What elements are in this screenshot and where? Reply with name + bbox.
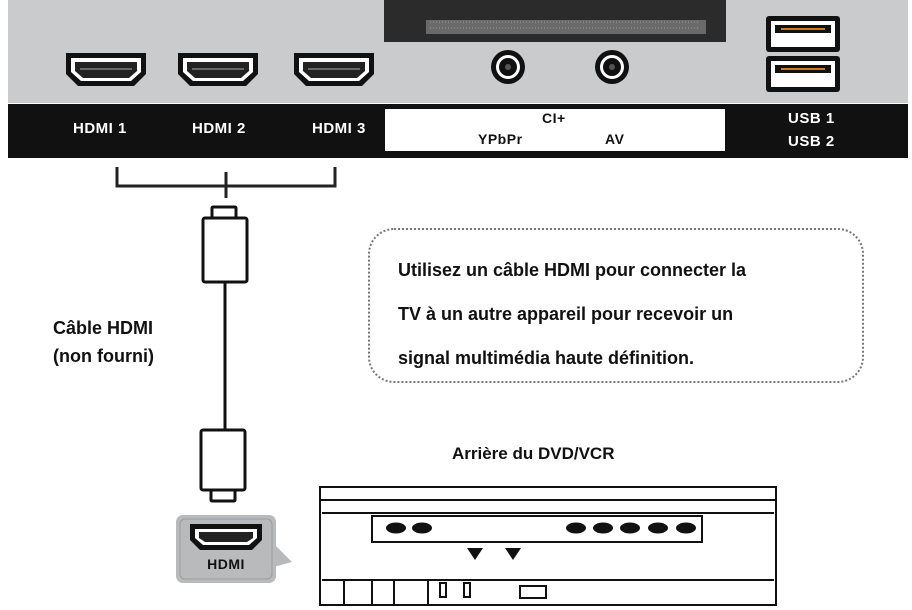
hdmi-cable: [199, 205, 249, 503]
instruction-note: Utilisez un câble HDMI pour connecter la…: [368, 228, 864, 383]
note-line-2: TV à un autre appareil pour recevoir un: [398, 304, 734, 324]
label-hdmi-3: HDMI 3: [312, 120, 366, 137]
hdmi-bracket: [115, 167, 337, 198]
dvd-connectors: [386, 522, 696, 534]
usb-port-2: [766, 56, 840, 92]
label-ci-plus: CI+: [542, 110, 566, 126]
tv-hdmi-port-3: [294, 53, 374, 86]
av-jack: [595, 50, 629, 84]
ypbpr-jack: [491, 50, 525, 84]
usb-port-1: [766, 16, 840, 52]
ci-slot: [384, 0, 726, 42]
ci-av-label-box: [384, 108, 726, 152]
label-ypbpr: YPbPr: [478, 131, 523, 147]
tv-hdmi-port-1: [66, 53, 146, 86]
note-line-3: signal multimédia haute définition.: [398, 348, 695, 368]
dvd-arrow-icons: [467, 548, 521, 560]
tv-hdmi-port-2: [178, 53, 258, 86]
cable-label-line2: (non fourni): [53, 346, 154, 366]
label-hdmi-1: HDMI 1: [73, 120, 127, 137]
device-title: Arrière du DVD/VCR: [452, 444, 615, 463]
label-av: AV: [605, 131, 625, 147]
device-hdmi-label: HDMI: [207, 556, 245, 572]
dvd-vcr-back: [319, 486, 777, 606]
cable-label-line1: Câble HDMI: [53, 318, 154, 338]
note-line-1: Utilisez un câble HDMI pour connecter la: [398, 260, 747, 280]
label-usb-2: USB 2: [788, 133, 835, 150]
label-usb-1: USB 1: [788, 110, 835, 127]
device-hdmi-callout: [176, 515, 292, 583]
label-hdmi-2: HDMI 2: [192, 120, 246, 137]
